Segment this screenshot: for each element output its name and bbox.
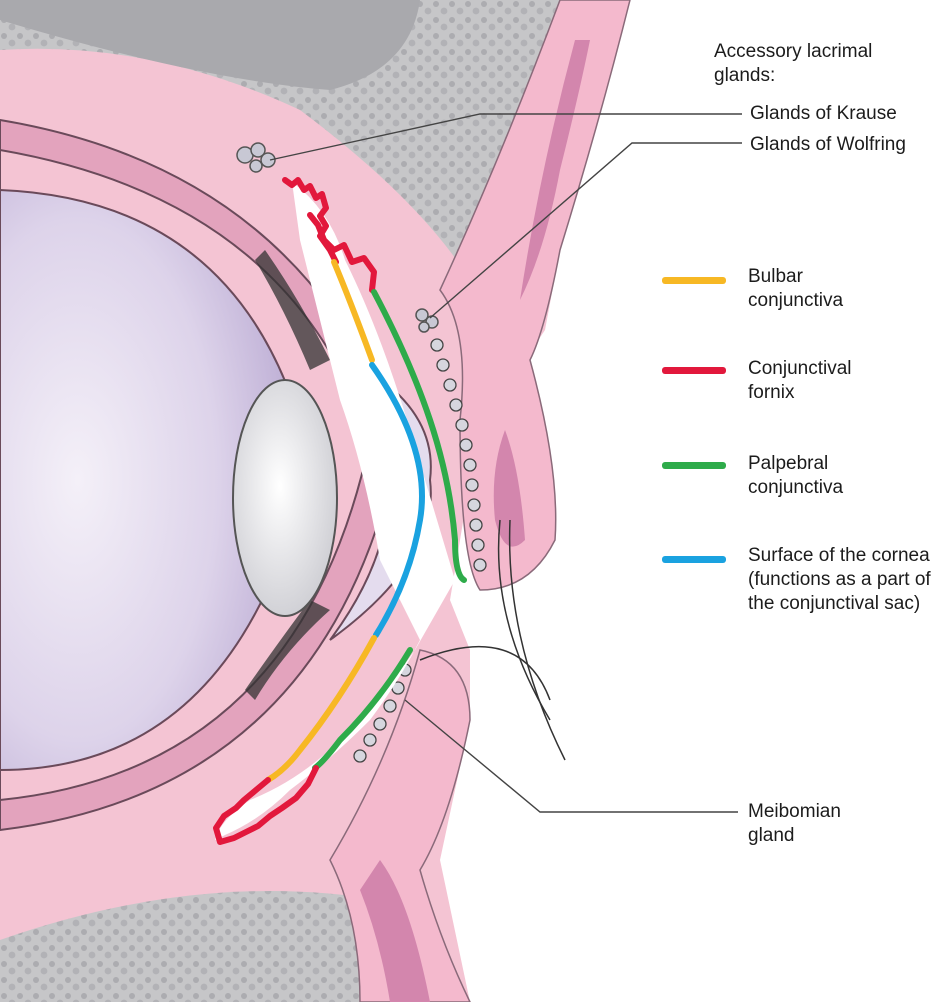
accessory-glands-heading: Accessory lacrimal glands: xyxy=(714,40,924,88)
legend-swatch-fornix xyxy=(662,367,726,374)
legend-label-fornix: Conjunctival fornix xyxy=(748,357,898,405)
legend-swatch-cornea xyxy=(662,556,726,563)
meibomian-gland-label: Meibomian gland xyxy=(748,800,888,848)
lens xyxy=(233,380,337,616)
glands-of-krause-label: Glands of Krause xyxy=(750,102,945,126)
legend-swatch-bulbar xyxy=(662,277,726,284)
glands-of-wolfring-label: Glands of Wolfring xyxy=(750,133,947,157)
legend-swatch-palpebral xyxy=(662,462,726,469)
legend-label-cornea: Surface of the cornea (functions as a pa… xyxy=(748,544,943,616)
legend-label-bulbar: Bulbar conjunctiva xyxy=(748,265,858,313)
legend-label-palpebral: Palpebral conjunctiva xyxy=(748,452,878,500)
